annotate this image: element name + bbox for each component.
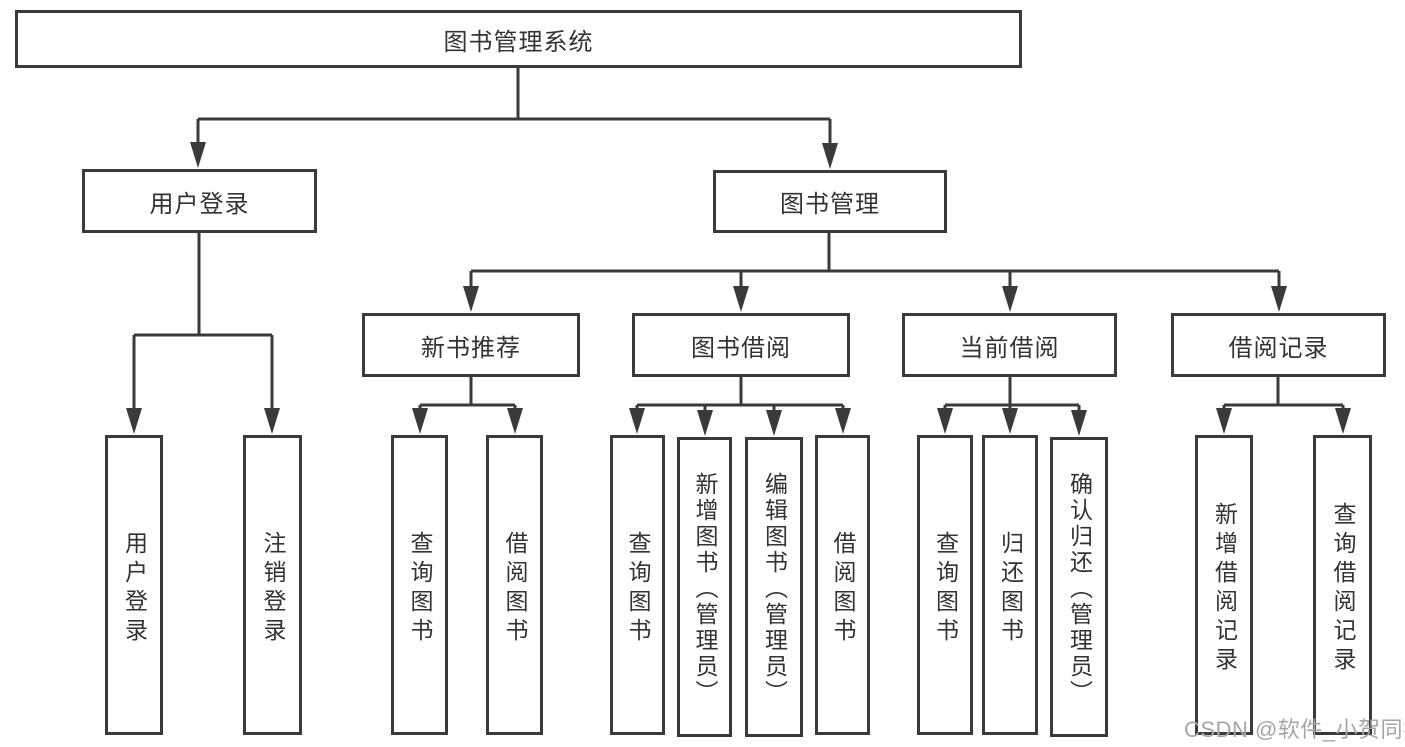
node-book-borrow: 图书借阅	[632, 313, 850, 377]
leaf-add-borrow-record: 新增借阅记录	[1195, 435, 1253, 735]
node-new-book-recommend: 新书推荐	[362, 313, 580, 377]
node-borrow-records: 借阅记录	[1171, 313, 1386, 377]
leaf-user-login: 用户登录	[105, 435, 163, 735]
leaf-query-books-1: 查询图书	[391, 435, 448, 735]
leaf-confirm-return-admin: 确认归还（管理员）	[1050, 437, 1108, 737]
csdn-watermark: CSDN @软件_小贺同学	[1184, 717, 1405, 742]
leaf-query-books-3: 查询图书	[917, 435, 973, 735]
leaf-add-book-admin: 新增图书（管理员）	[677, 437, 732, 737]
leaf-return-books: 归还图书	[982, 435, 1038, 735]
leaf-borrow-books-1: 借阅图书	[486, 435, 543, 735]
leaf-query-borrow-record: 查询借阅记录	[1313, 435, 1372, 735]
leaf-borrow-books-2: 借阅图书	[815, 435, 870, 735]
leaf-logout: 注销登录	[243, 435, 302, 735]
node-book-management: 图书管理	[713, 170, 947, 233]
node-current-borrow: 当前借阅	[902, 313, 1117, 377]
node-library-system: 图书管理系统	[15, 10, 1022, 68]
leaf-query-books-2: 查询图书	[610, 435, 665, 735]
node-user-login: 用户登录	[82, 169, 317, 233]
leaf-edit-book-admin: 编辑图书（管理员）	[745, 437, 803, 737]
